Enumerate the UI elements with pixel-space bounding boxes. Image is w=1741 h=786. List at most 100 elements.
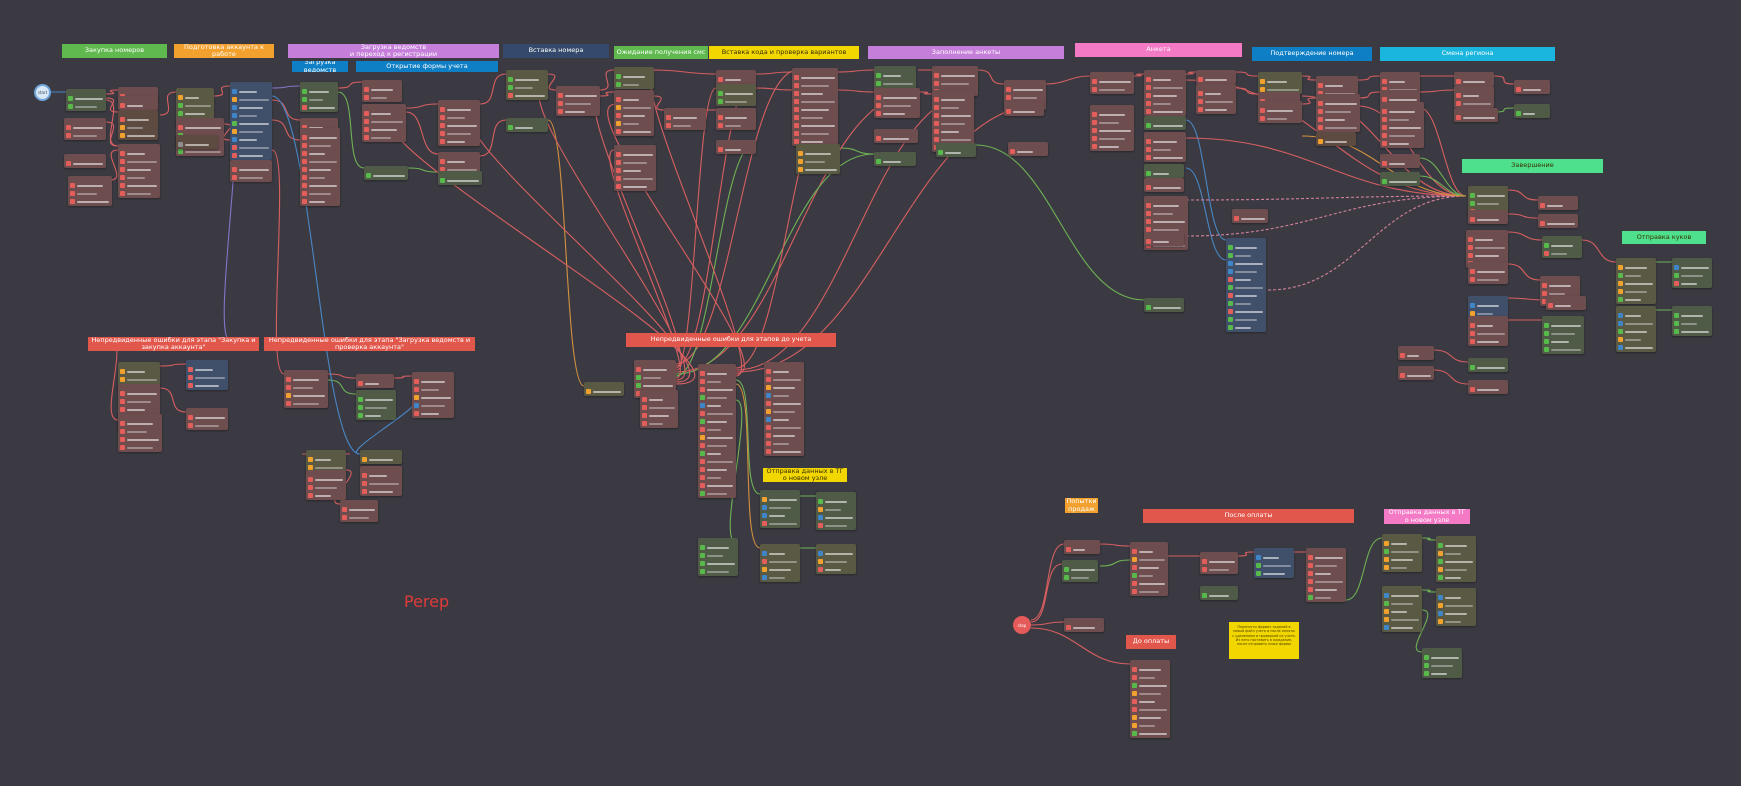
flow-node[interactable] (764, 362, 804, 456)
flow-node[interactable] (306, 450, 346, 472)
node-row[interactable] (642, 412, 676, 419)
node-row[interactable] (766, 384, 802, 391)
node-row[interactable] (1674, 280, 1710, 287)
node-row[interactable] (794, 82, 836, 89)
node-row[interactable] (120, 116, 156, 123)
node-row[interactable] (766, 392, 802, 399)
node-row[interactable] (1618, 264, 1654, 271)
flow-node[interactable] (300, 128, 340, 206)
flow-node[interactable] (230, 82, 272, 160)
node-row[interactable] (1092, 135, 1132, 142)
connector-line[interactable] (405, 111, 439, 155)
section-sale-attempts[interactable]: Попытки продаж (1065, 498, 1098, 513)
flow-node[interactable] (1468, 380, 1508, 394)
node-row[interactable] (1382, 108, 1422, 115)
node-row[interactable] (1202, 592, 1236, 599)
node-row[interactable] (1382, 140, 1422, 147)
node-row[interactable] (1470, 268, 1506, 275)
node-row[interactable] (1382, 86, 1418, 93)
flow-node[interactable] (1090, 105, 1134, 151)
node-row[interactable] (616, 73, 652, 80)
node-row[interactable] (1132, 730, 1168, 737)
node-row[interactable] (1308, 578, 1344, 585)
node-row[interactable] (1470, 302, 1506, 309)
connector-line[interactable] (735, 383, 761, 549)
node-row[interactable] (700, 434, 734, 441)
flow-node[interactable] (716, 84, 756, 106)
node-row[interactable] (232, 136, 270, 143)
node-row[interactable] (1542, 290, 1578, 297)
flow-node[interactable] (176, 135, 218, 149)
node-row[interactable] (358, 380, 392, 387)
flow-node[interactable] (186, 360, 228, 390)
connector-line[interactable] (755, 71, 793, 75)
node-row[interactable] (586, 388, 622, 395)
connector-line[interactable] (1267, 195, 1467, 291)
node-row[interactable] (876, 80, 914, 87)
node-row[interactable] (794, 98, 836, 105)
node-row[interactable] (308, 476, 344, 483)
flow-node[interactable] (506, 70, 548, 100)
flow-node[interactable] (1468, 316, 1508, 346)
connector-line[interactable] (1357, 91, 1381, 99)
node-row[interactable] (1542, 282, 1578, 289)
connector-line[interactable] (479, 73, 507, 105)
node-row[interactable] (1618, 312, 1654, 319)
node-row[interactable] (818, 522, 854, 529)
node-row[interactable] (1066, 546, 1098, 553)
node-row[interactable] (178, 102, 212, 109)
node-row[interactable] (616, 120, 652, 127)
node-row[interactable] (558, 92, 598, 99)
node-row[interactable] (1198, 90, 1234, 97)
connector-line[interactable] (1419, 89, 1455, 93)
flow-node[interactable] (438, 171, 482, 185)
flow-node[interactable] (1144, 116, 1186, 130)
node-row[interactable] (1092, 86, 1132, 93)
node-row[interactable] (66, 160, 104, 167)
node-row[interactable] (1006, 86, 1044, 93)
node-row[interactable] (1438, 610, 1474, 617)
node-row[interactable] (1260, 107, 1300, 114)
connector-line[interactable] (755, 87, 793, 91)
connector-line[interactable] (1493, 75, 1515, 85)
node-row[interactable] (364, 110, 404, 117)
connector-line[interactable] (735, 103, 1047, 373)
flow-node[interactable] (1380, 154, 1420, 168)
connector-line[interactable] (1235, 71, 1259, 77)
node-row[interactable] (934, 104, 972, 111)
node-row[interactable] (616, 175, 654, 182)
node-row[interactable] (818, 558, 854, 565)
node-row[interactable] (302, 88, 336, 95)
node-row[interactable] (876, 158, 914, 165)
node-row[interactable] (1132, 722, 1168, 729)
connector-line[interactable] (271, 85, 301, 89)
flow-node[interactable] (760, 544, 800, 582)
node-row[interactable] (1146, 154, 1184, 161)
connector-line[interactable] (975, 144, 1145, 301)
node-row[interactable] (120, 444, 160, 451)
node-row[interactable] (1146, 76, 1184, 83)
connector-line[interactable] (1099, 559, 1131, 567)
node-row[interactable] (1540, 202, 1576, 209)
connector-line[interactable] (599, 69, 615, 91)
flow-node[interactable] (1466, 230, 1508, 268)
node-row[interactable] (1146, 210, 1186, 217)
node-row[interactable] (414, 410, 452, 417)
node-row[interactable] (1146, 238, 1182, 245)
flow-node[interactable] (1468, 358, 1508, 372)
flow-node[interactable] (1436, 536, 1476, 582)
flow-node[interactable] (1514, 80, 1550, 94)
flow-node[interactable] (1380, 172, 1420, 186)
node-row[interactable] (762, 550, 798, 557)
flow-node[interactable] (64, 118, 106, 140)
connector-line[interactable] (653, 95, 665, 111)
node-row[interactable] (364, 134, 404, 141)
section-questionnaire[interactable]: Анкета (1075, 43, 1242, 57)
node-row[interactable] (508, 124, 546, 131)
node-row[interactable] (1146, 218, 1186, 225)
node-row[interactable] (934, 72, 976, 79)
node-row[interactable] (794, 114, 836, 121)
node-row[interactable] (762, 566, 798, 573)
node-row[interactable] (1228, 284, 1264, 291)
node-row[interactable] (1132, 698, 1168, 705)
